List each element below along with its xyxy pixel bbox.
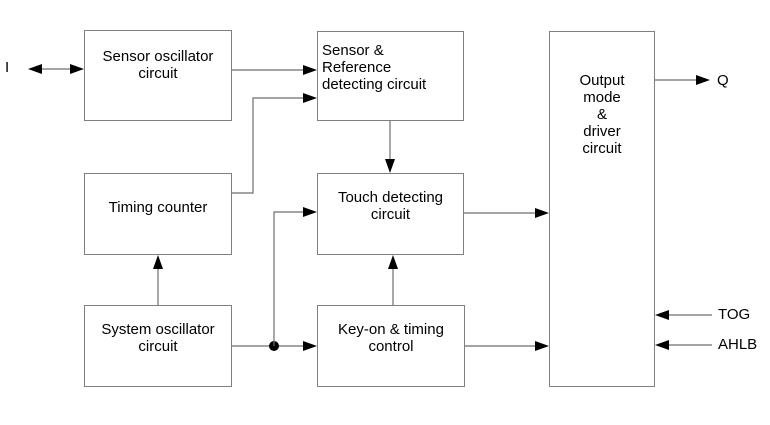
- node-output-mode-driver-label: Output mode & driver circuit: [579, 72, 625, 157]
- edge-timing-counter-sensor-reference: [232, 93, 317, 194]
- edge-output-q: [655, 75, 710, 85]
- edge-keyon-output: [465, 341, 549, 351]
- node-touch-detecting-label: Touch detecting circuit: [337, 189, 444, 223]
- node-sensor-oscillator-label: Sensor oscillator circuit: [102, 47, 214, 82]
- edge-touch-detecting-output: [464, 208, 549, 218]
- node-system-oscillator-label: System oscillator circuit: [101, 321, 215, 355]
- node-sensor-reference-detecting: Sensor & Reference detecting circuit: [317, 31, 464, 121]
- node-sensor-reference-detecting-label: Sensor & Reference detecting circuit: [322, 41, 427, 93]
- node-sensor-oscillator: Sensor oscillator circuit: [84, 30, 232, 121]
- edge-system-oscillator-timing-counter: [153, 255, 163, 305]
- edge-ahlb-output: [655, 340, 712, 350]
- node-output-mode-driver: Output mode & driver circuit: [549, 31, 655, 387]
- edge-tog-output: [655, 310, 712, 320]
- edge-i-sensor-oscillator: [28, 64, 84, 74]
- node-timing-counter: Timing counter: [84, 173, 232, 255]
- node-system-oscillator: System oscillator circuit: [84, 305, 232, 387]
- pin-label-ahlb: AHLB: [718, 336, 758, 353]
- pin-label-i: I: [5, 59, 10, 76]
- node-key-on-timing-control-label: Key-on & timing control: [338, 321, 444, 355]
- edge-sensor-reference-touch-detecting: [385, 121, 395, 173]
- pin-label-q: Q: [717, 72, 729, 89]
- edge-keyon-touch-detecting: [388, 255, 398, 305]
- edge-sensor-oscillator-sensor-reference: [232, 65, 317, 75]
- node-timing-counter-label: Timing counter: [108, 198, 208, 216]
- node-key-on-timing-control: Key-on & timing control: [317, 305, 465, 387]
- node-touch-detecting: Touch detecting circuit: [317, 173, 464, 255]
- edge-junction-touch-detecting: [273, 207, 317, 346]
- pin-label-tog: TOG: [718, 306, 751, 323]
